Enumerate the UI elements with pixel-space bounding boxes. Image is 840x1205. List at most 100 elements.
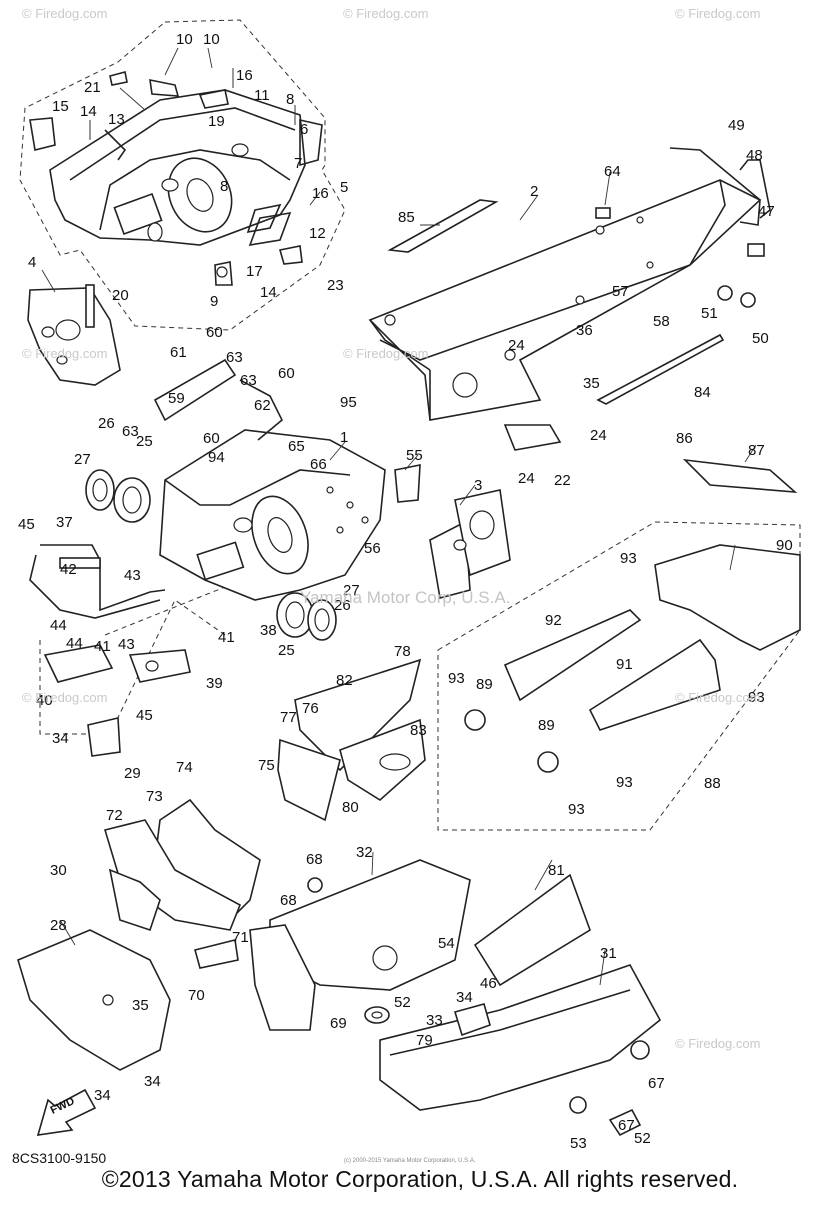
center-watermark: Yamaha Motor Corp, U.S.A. [300,588,511,607]
callout-41: 41 [94,638,111,655]
callout-20: 20 [112,287,129,304]
callout-41: 41 [218,629,235,646]
fwd-arrow-icon [36,1088,97,1136]
callout-56: 56 [364,540,381,557]
callout-16: 16 [236,67,253,84]
callout-60: 60 [206,324,223,341]
part-4-side-panel [27,284,121,386]
callout-52: 52 [634,1130,651,1147]
callout-8: 8 [220,178,228,195]
parts-39-40-brackets [43,644,191,757]
callout-5: 5 [340,179,348,196]
watermark-7: © Firedog.com [675,690,761,705]
callout-47: 47 [758,203,775,220]
callout-87: 87 [748,442,765,459]
callout-26: 26 [334,597,351,614]
part-2-tunnel-chassis [368,147,771,451]
callout-8: 8 [286,91,294,108]
callout-14: 14 [260,284,277,301]
callout-38: 38 [260,622,277,639]
callout-21: 21 [84,79,101,96]
callout-89: 89 [476,676,493,693]
callout-32: 32 [356,844,373,861]
callout-37: 37 [56,514,73,531]
callout-44: 44 [50,617,67,634]
callout-34: 34 [456,989,473,1006]
callout-35: 35 [583,375,600,392]
callout-34: 34 [94,1087,111,1104]
callout-25: 25 [136,433,153,450]
group-5-dashed-boundary [19,19,346,331]
callout-70: 70 [188,987,205,1004]
watermark-8: © Firedog.com [675,1036,761,1051]
callout-60: 60 [203,430,220,447]
callout-36: 36 [576,322,593,339]
callout-12: 12 [309,225,326,242]
callout-77: 77 [280,709,297,726]
callout-85: 85 [398,209,415,226]
callout-31: 31 [600,945,617,962]
callout-52: 52 [394,994,411,1011]
callout-67: 67 [618,1117,635,1134]
callout-63: 63 [122,423,139,440]
callout-59: 59 [168,390,185,407]
callout-23: 23 [327,277,344,294]
copyright-small: (c) 2000-2015 Yamaha Motor Corporation, … [344,1158,476,1164]
callout-55: 55 [406,447,423,464]
callout-78: 78 [394,643,411,660]
callout-61: 61 [170,344,187,361]
callout-43: 43 [118,636,135,653]
part-37-bumper [29,544,166,619]
callout-89: 89 [538,717,555,734]
callout-3: 3 [474,477,482,494]
callout-34: 34 [144,1073,161,1090]
callout-11: 11 [254,87,270,104]
lead-37-bracket [104,584,231,636]
callout-51: 51 [701,305,718,322]
callout-26: 26 [98,415,115,432]
callout-9: 9 [210,293,218,310]
callout-67: 67 [648,1075,665,1092]
callout-30: 30 [50,862,67,879]
callout-93: 93 [616,774,633,791]
callout-63: 63 [226,349,243,366]
callout-65: 65 [288,438,305,455]
callout-40: 40 [36,692,53,709]
callout-68: 68 [306,851,323,868]
callout-45: 45 [18,516,35,533]
callout-33: 33 [426,1012,443,1029]
callout-54: 54 [438,935,455,952]
watermark-3: © Firedog.com [675,6,761,21]
callout-2: 2 [530,183,538,200]
part-1-main-frame [153,358,511,601]
callout-7: 7 [294,155,302,172]
callout-4: 4 [28,254,36,271]
callout-24: 24 [590,427,607,444]
copyright-footer: ©2013 Yamaha Motor Corporation, U.S.A. A… [101,1166,739,1192]
callout-83: 83 [410,722,427,739]
callout-34: 34 [52,730,69,747]
callout-63: 63 [240,372,257,389]
callout-49: 49 [728,117,745,134]
callout-17: 17 [246,263,263,280]
callout-73: 73 [146,788,163,805]
group-88-dashed-boundary [437,521,801,831]
callout-84: 84 [694,384,711,401]
callout-95: 95 [340,394,357,411]
callout-1: 1 [340,429,348,446]
callout-35: 35 [132,997,149,1014]
callout-91: 91 [616,656,633,673]
callout-24: 24 [518,470,535,487]
callout-16: 16 [312,185,329,202]
watermark-4: © Firedog.com [22,346,108,361]
callout-76: 76 [302,700,319,717]
callout-93: 93 [748,689,765,706]
callout-80: 80 [342,799,359,816]
callout-64: 64 [604,163,621,180]
watermark-1: © Firedog.com [22,6,108,21]
callout-42: 42 [60,561,77,578]
callout-60: 60 [278,365,295,382]
callout-25: 25 [278,642,295,659]
callout-46: 46 [480,975,497,992]
